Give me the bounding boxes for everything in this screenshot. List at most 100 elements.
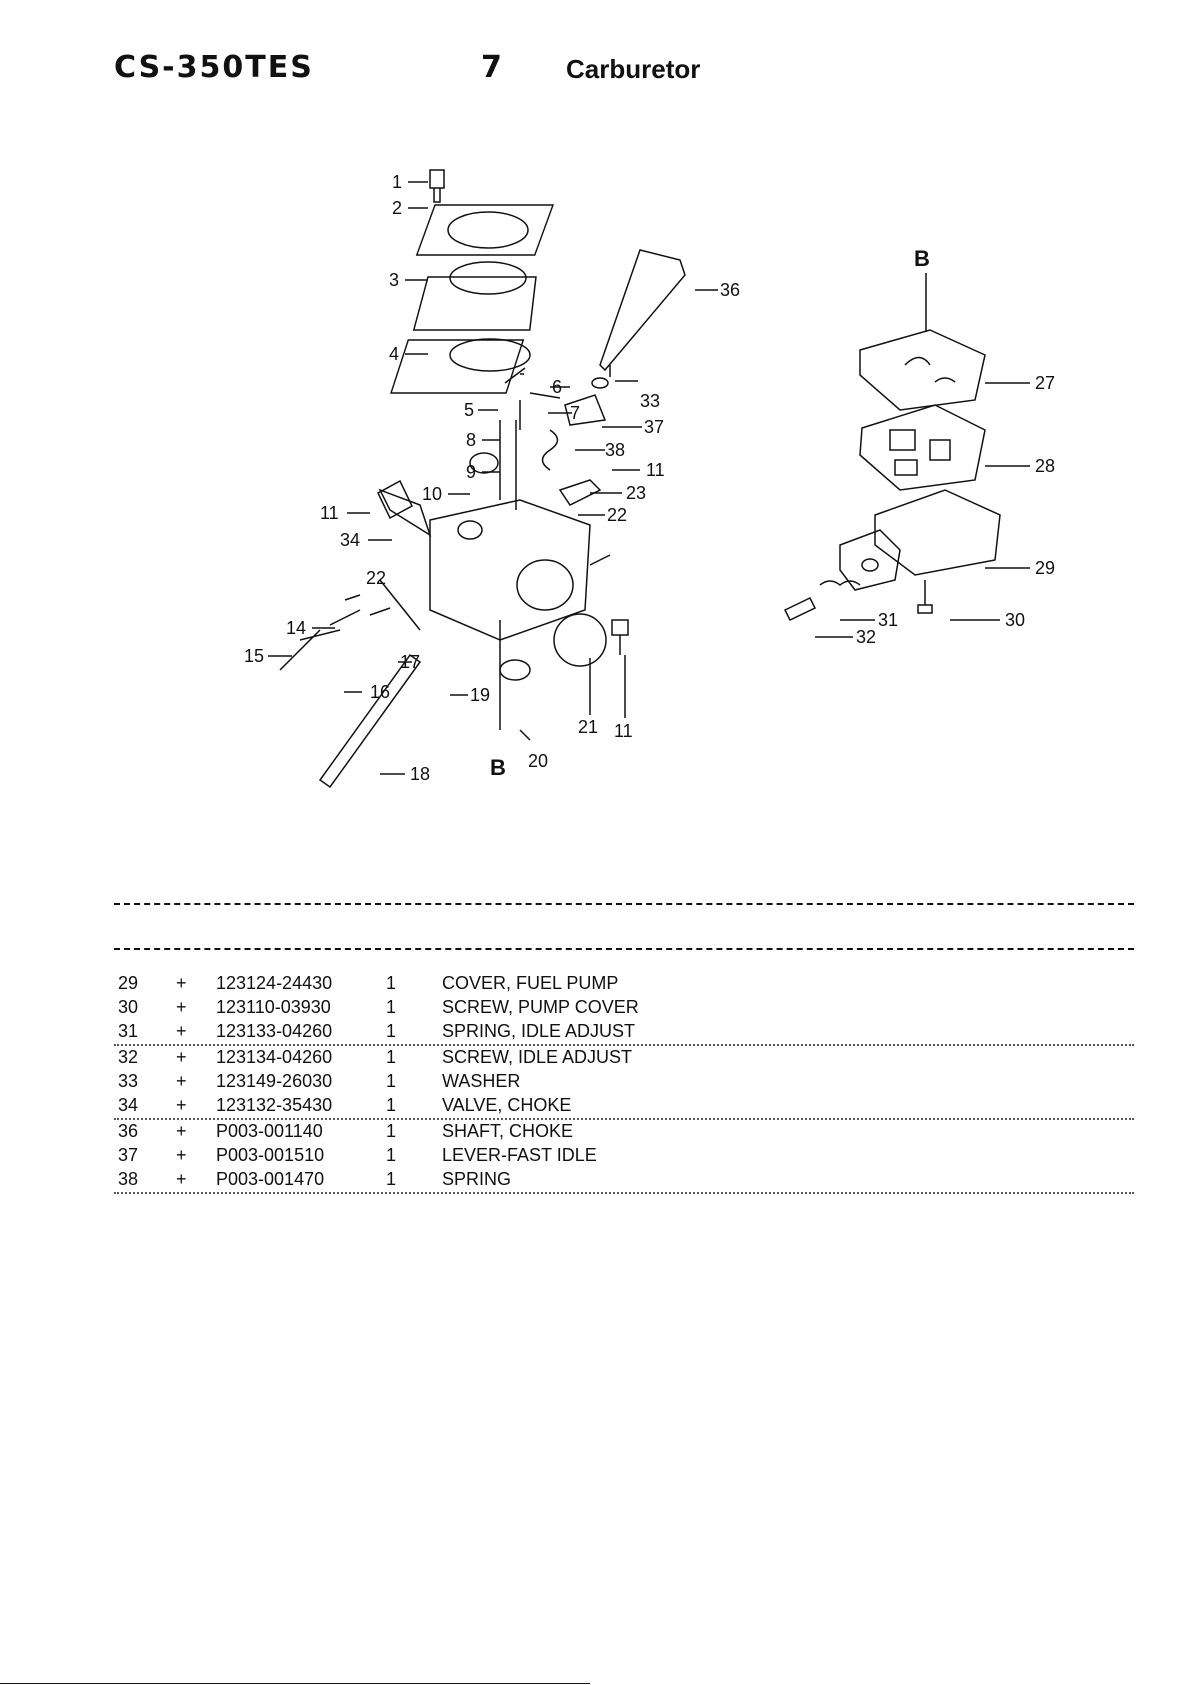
part-number: 123149-26030 xyxy=(216,1071,333,1091)
callout-11-right: 11 xyxy=(646,460,665,480)
callout-23: 23 xyxy=(626,483,646,503)
table-row: 29 + 123124-24430 1 COVER, FUEL PUMP xyxy=(114,972,1134,996)
quantity: 1 xyxy=(386,1169,397,1189)
part-number: 123132-35430 xyxy=(216,1095,333,1115)
callout-22-left: 22 xyxy=(366,568,386,588)
quantity: 1 xyxy=(386,1071,397,1091)
callout-6: 6 xyxy=(552,377,562,397)
item-mark: + xyxy=(176,997,187,1017)
callout-37: 37 xyxy=(644,417,664,437)
table-row: 30 + 123110-03930 1 SCREW, PUMP COVER xyxy=(114,996,1134,1020)
table-row: 34 + 123132-35430 1 VALVE, CHOKE xyxy=(114,1094,1134,1120)
table-row: 38 + P003-001470 1 SPRING xyxy=(114,1168,1134,1194)
parts-table: 29 + 123124-24430 1 COVER, FUEL PUMP 30 … xyxy=(114,972,1134,1194)
quantity: 1 xyxy=(386,1047,397,1067)
description: LEVER-FAST IDLE xyxy=(442,1145,597,1165)
callout-32: 32 xyxy=(856,627,876,647)
quantity: 1 xyxy=(386,1021,397,1041)
section-number: 7 xyxy=(481,50,502,85)
callout-14: 14 xyxy=(286,618,306,638)
item-number: 38 xyxy=(118,1169,139,1189)
part-number: P003-001470 xyxy=(216,1169,325,1189)
callout-11-bottom: 11 xyxy=(614,721,633,741)
description: VALVE, CHOKE xyxy=(442,1095,572,1115)
item-number: 31 xyxy=(118,1021,139,1041)
item-number: 37 xyxy=(118,1145,139,1165)
callout-21: 21 xyxy=(578,717,598,737)
item-number: 30 xyxy=(118,997,139,1017)
section-title: Carburetor xyxy=(566,54,701,84)
description: SPRING xyxy=(442,1169,512,1189)
table-row: 32 + 123134-04260 1 SCREW, IDLE ADJUST xyxy=(114,1046,1134,1070)
callout-30: 30 xyxy=(1005,610,1025,630)
callout-15: 15 xyxy=(244,646,264,666)
exploded-parts-diagram: 1 2 3 4 5 6 7 8 9 10 11 34 22 14 15 16 1… xyxy=(244,169,1055,789)
item-mark: + xyxy=(176,973,187,993)
diagram-drawing xyxy=(279,169,1001,789)
callout-7: 7 xyxy=(570,403,580,423)
callout-18: 18 xyxy=(410,764,430,784)
callout-34: 34 xyxy=(340,530,360,550)
part-number: P003-001140 xyxy=(216,1121,323,1141)
quantity: 1 xyxy=(386,997,397,1017)
throttle-shaft-shape xyxy=(318,653,422,789)
callout-28: 28 xyxy=(1035,456,1055,476)
table-row: 33 + 123149-26030 1 WASHER xyxy=(114,1070,1134,1094)
table-row: 37 + P003-001510 1 LEVER-FAST IDLE xyxy=(114,1144,1134,1168)
quantity: 1 xyxy=(386,973,397,993)
item-mark: + xyxy=(176,1071,187,1091)
description: SPRING, IDLE ADJUST xyxy=(442,1021,636,1041)
screw-1-shape xyxy=(429,169,445,203)
quantity: 1 xyxy=(386,1121,397,1141)
callout-3: 3 xyxy=(389,270,399,290)
callout-29: 29 xyxy=(1035,558,1055,578)
item-mark: + xyxy=(176,1169,187,1189)
gasket-27-shape xyxy=(859,329,986,411)
part-number: 123124-24430 xyxy=(216,973,333,993)
callout-22-right: 22 xyxy=(607,505,627,525)
callout-5: 5 xyxy=(464,400,474,420)
item-mark: + xyxy=(176,1021,187,1041)
group-marker-b-left: B xyxy=(490,755,506,780)
item-number: 29 xyxy=(118,973,139,993)
item-number: 32 xyxy=(118,1047,139,1067)
table-rule-top xyxy=(114,903,1134,905)
description: COVER, FUEL PUMP xyxy=(442,973,619,993)
callout-4: 4 xyxy=(389,344,399,364)
description: SHAFT, CHOKE xyxy=(442,1121,574,1141)
callout-31: 31 xyxy=(878,610,898,630)
description: WASHER xyxy=(442,1071,521,1091)
callout-33: 33 xyxy=(640,391,660,411)
part-number: 123133-04260 xyxy=(216,1021,333,1041)
callout-2: 2 xyxy=(392,198,402,218)
quantity: 1 xyxy=(386,1095,397,1115)
model-title: CS-350TES xyxy=(114,50,314,85)
callout-20: 20 xyxy=(528,751,548,771)
callout-8: 8 xyxy=(466,430,476,450)
footer-rule xyxy=(0,1683,590,1684)
part-number: P003-001510 xyxy=(216,1145,325,1165)
callout-9: 9 xyxy=(466,462,476,482)
table-row: 31 + 123133-04260 1 SPRING, IDLE ADJUST xyxy=(114,1020,1134,1046)
group-marker-b-right: B xyxy=(914,246,930,271)
item-number: 36 xyxy=(118,1121,139,1141)
callout-19: 19 xyxy=(470,685,490,705)
item-mark: + xyxy=(176,1145,187,1165)
carburetor-body-shape xyxy=(429,499,591,641)
callout-1: 1 xyxy=(392,172,402,192)
callout-16: 16 xyxy=(370,682,390,702)
description: SCREW, PUMP COVER xyxy=(442,997,639,1017)
callout-11-left: 11 xyxy=(320,503,339,523)
description: SCREW, IDLE ADJUST xyxy=(442,1047,633,1067)
table-row: 36 + P003-001140 1 SHAFT, CHOKE xyxy=(114,1120,1134,1144)
leader-lines xyxy=(268,181,1030,775)
table-rule-bottom xyxy=(114,948,1134,950)
item-number: 34 xyxy=(118,1095,139,1115)
callout-36: 36 xyxy=(720,280,740,300)
callout-labels: 1 2 3 4 5 6 7 8 9 10 11 34 22 14 15 16 1… xyxy=(244,172,1055,784)
item-number: 33 xyxy=(118,1071,139,1091)
choke-shaft-shape xyxy=(599,249,686,377)
item-mark: + xyxy=(176,1095,187,1115)
part-number: 123134-04260 xyxy=(216,1047,333,1067)
fuel-pump-cover-shape xyxy=(874,489,1001,576)
